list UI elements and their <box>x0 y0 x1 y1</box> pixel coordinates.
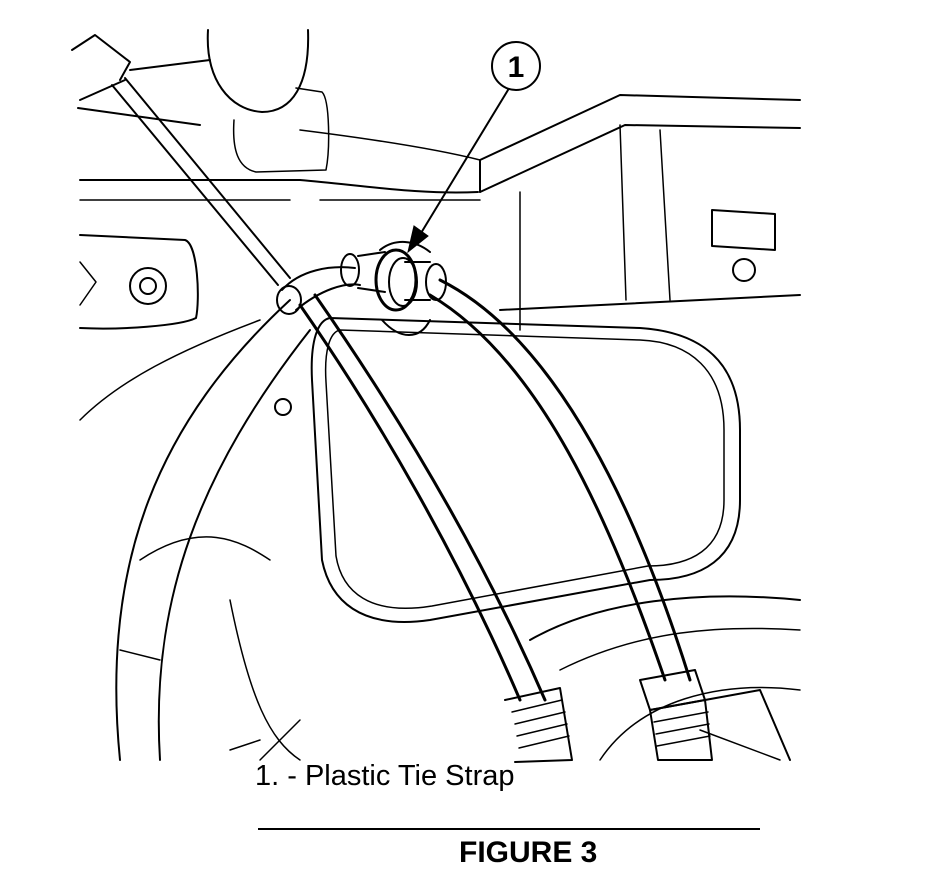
legend-item-1: 1. - Plastic Tie Strap <box>255 760 515 792</box>
fitting-left <box>504 687 573 763</box>
tie-strap <box>340 241 447 336</box>
lower-body <box>529 595 801 761</box>
wheel-well <box>79 299 311 761</box>
callout-1: 1 <box>407 41 541 254</box>
hose-right <box>428 278 692 682</box>
left-bracket <box>79 234 199 330</box>
callout-arrowhead <box>407 225 429 254</box>
support-rod <box>71 34 291 286</box>
callout-number: 1 <box>508 51 525 84</box>
side-slot-and-hole <box>711 209 776 282</box>
top-knob <box>206 29 330 173</box>
upper-body-panel <box>77 59 801 331</box>
fitting-right <box>639 669 791 761</box>
figure-title: FIGURE 3 <box>459 836 598 869</box>
hose-left <box>276 266 547 702</box>
divider-rule <box>258 828 760 830</box>
reservoir-panel <box>310 317 741 623</box>
